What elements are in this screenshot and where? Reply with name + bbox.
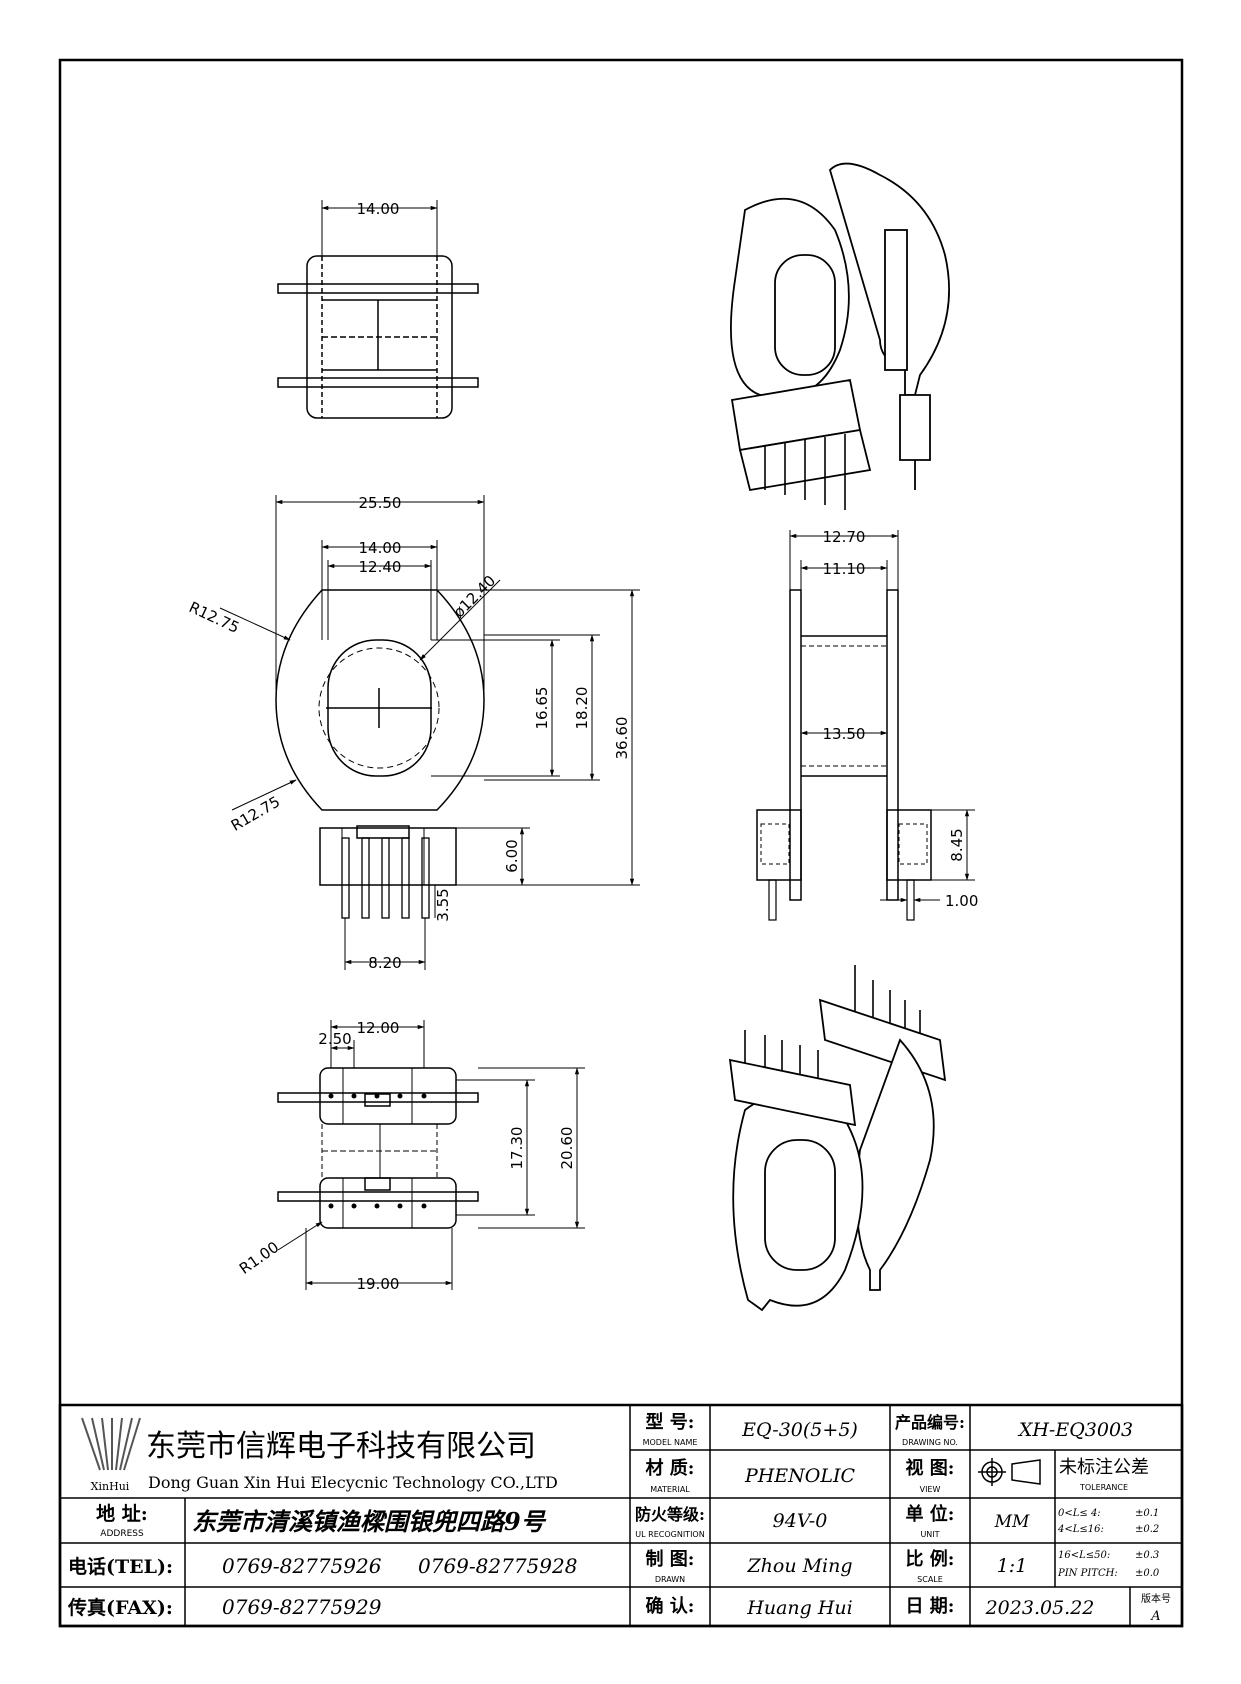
date-label: 日 期: <box>906 1596 955 1617</box>
logo-text: XinHui <box>91 1480 130 1493</box>
dim-pin-span: 8.20 <box>368 954 401 972</box>
address-label-en: ADDRESS <box>100 1529 144 1539</box>
address-value: 东莞市清溪镇渔樑围银兜四路9号 <box>192 1507 547 1536</box>
drawn-value: Zhou Ming <box>746 1555 852 1577</box>
dim-pitch: 2.50 <box>318 1030 351 1048</box>
drawing-no-label-en: DRAWING NO. <box>902 1438 958 1447</box>
version-label: 版本号 <box>1141 1592 1171 1605</box>
confirm-label: 确 认: <box>646 1595 695 1617</box>
dim-bottom-span: 12.00 <box>357 1019 400 1037</box>
confirm-value: Huang Hui <box>746 1597 852 1619</box>
scale-label: 比 例: <box>906 1548 955 1570</box>
ul-label: 防火等级: <box>635 1505 705 1524</box>
dim-bottom-row-gap: 17.30 <box>508 1127 526 1170</box>
top-view <box>277 200 479 419</box>
tel-1: 0769-82775926 <box>222 1554 382 1578</box>
model-label-en: MODEL NAME <box>643 1438 698 1447</box>
dim-pin-dia: 1.00 <box>945 892 978 910</box>
sheet-border <box>58 58 1184 1628</box>
side-view <box>756 530 975 921</box>
projection-symbol-icon <box>978 1458 1041 1486</box>
company-name-cn: 东莞市信辉电子科技有限公司 <box>146 1429 536 1464</box>
unit-label: 单 位: <box>906 1503 955 1525</box>
dim-side-inner: 11.10 <box>823 560 866 578</box>
dim-hole-height: 16.65 <box>533 687 551 730</box>
material-label-en: MATERIAL <box>650 1485 690 1494</box>
model-value: EQ-30(5+5) <box>741 1419 858 1441</box>
tol-value-2: ±0.3 <box>1135 1550 1159 1561</box>
material-value: PHENOLIC <box>744 1465 856 1487</box>
front-view <box>219 495 640 970</box>
tol-range-2: 16<L≤50: <box>1058 1550 1110 1561</box>
unit-label-en: UNIT <box>920 1530 939 1539</box>
iso-view-bottom <box>728 965 947 1312</box>
tolerance-label: 未标注公差 <box>1059 1457 1149 1478</box>
tol-value-1: ±0.2 <box>1135 1524 1159 1535</box>
bottom-view <box>277 1020 585 1290</box>
dim-bottom-width: 19.00 <box>357 1275 400 1293</box>
dim-side-overall: 12.70 <box>823 528 866 546</box>
dim-pin-length: 3.55 <box>434 888 452 921</box>
tel-label: 电话(TEL): <box>68 1555 173 1578</box>
dim-front-overall: 25.50 <box>359 494 402 512</box>
dim-corner-radius: R1.00 <box>236 1238 282 1278</box>
iso-view-top <box>730 162 950 510</box>
drawing-no-label: 产品编号: <box>895 1413 965 1432</box>
dim-hole-dia: ø12.40 <box>450 572 500 622</box>
tel-2: 0769-82775928 <box>418 1554 577 1578</box>
company-name-en: Dong Guan Xin Hui Elecycnic Technology C… <box>148 1473 558 1492</box>
dim-radius-top: R12.75 <box>186 598 242 637</box>
dim-side-base: 8.45 <box>948 828 966 861</box>
fax-value: 0769-82775929 <box>222 1595 382 1619</box>
tolerance-label-en: TOLERANCE <box>1079 1483 1128 1492</box>
dim-front-core: 12.40 <box>359 558 402 576</box>
ul-label-en: UL RECOGNITION <box>635 1530 704 1539</box>
drawn-label-en: DRAWN <box>655 1575 685 1584</box>
fax-label: 传真(FAX): <box>67 1596 173 1619</box>
dim-side-core: 13.50 <box>823 725 866 743</box>
dim-bottom-total: 20.60 <box>558 1127 576 1170</box>
version-value: A <box>1150 1609 1160 1624</box>
unit-value: MM <box>994 1512 1030 1532</box>
model-label: 型 号: <box>646 1411 695 1433</box>
dim-front-inner: 14.00 <box>359 539 402 557</box>
view-label: 视 图: <box>906 1457 955 1479</box>
company-logo <box>81 1417 141 1471</box>
drawn-label: 制 图: <box>646 1549 695 1570</box>
dim-flange-height: 18.20 <box>573 687 591 730</box>
dim-total-height: 36.60 <box>613 717 631 760</box>
tol-value-3: ±0.0 <box>1135 1568 1160 1579</box>
scale-label-en: SCALE <box>917 1575 943 1584</box>
title-block <box>58 1403 1184 1628</box>
dim-base-height: 6.00 <box>503 839 521 872</box>
ul-value: 94V-0 <box>773 1510 828 1532</box>
dim-top-width: 14.00 <box>357 200 400 218</box>
drawing-no-value: XH-EQ3003 <box>1017 1419 1133 1441</box>
tol-range-1: 4<L≤16: <box>1057 1524 1104 1535</box>
address-label: 地 址: <box>96 1502 148 1525</box>
tol-range-0: 0<L≤ 4: <box>1058 1508 1101 1519</box>
date-value: 2023.05.22 <box>985 1597 1095 1619</box>
tol-range-3: PIN PITCH: <box>1057 1568 1118 1579</box>
material-label: 材 质: <box>646 1457 695 1479</box>
scale-value: 1:1 <box>997 1555 1028 1577</box>
bottom-pin-marks <box>328 1093 427 1209</box>
tol-value-0: ±0.1 <box>1135 1508 1159 1519</box>
view-label-en: VIEW <box>920 1485 941 1494</box>
